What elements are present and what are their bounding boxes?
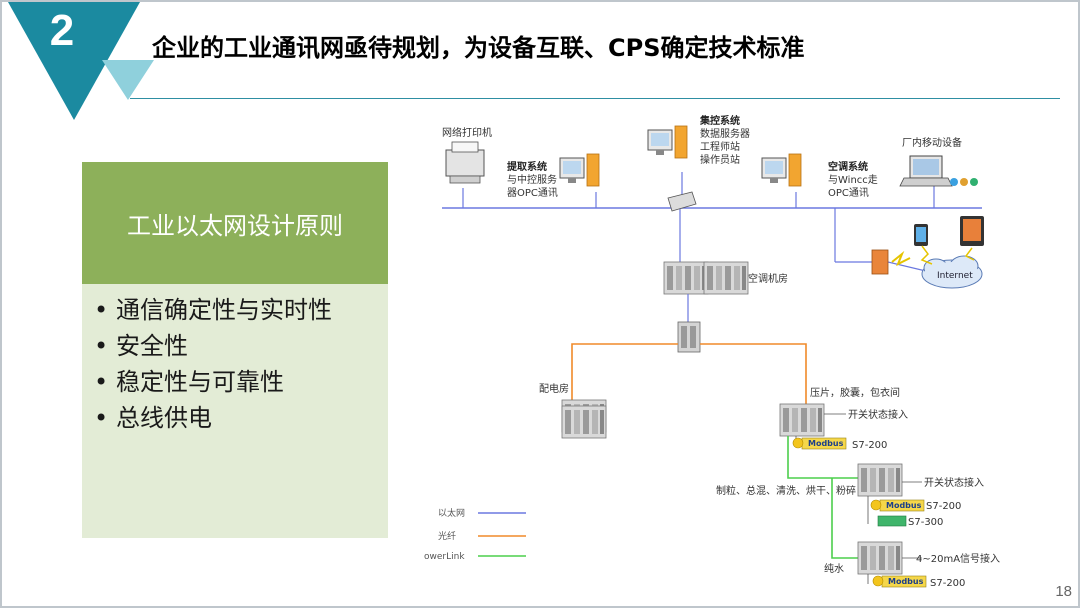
printer-icon xyxy=(445,141,485,184)
principles-header-text: 工业以太网设计原则 xyxy=(127,211,343,240)
powerlink-link-1 xyxy=(787,436,868,479)
powerlink-link-2 xyxy=(831,478,858,559)
section-badge xyxy=(8,2,154,120)
ac-room-label: 空调机房 xyxy=(748,272,788,285)
bullet-icon: • xyxy=(94,296,109,324)
ac-room-plc-rack xyxy=(663,261,749,295)
modbus-text-2: Modbus xyxy=(886,501,922,510)
central-line1: 数据服务器 xyxy=(700,127,750,140)
principle-text: 通信确定性与实时性 xyxy=(116,296,332,324)
central-line3: 操作员站 xyxy=(700,153,740,166)
printer-label: 网络打印机 xyxy=(442,126,492,139)
process-plc-rack xyxy=(857,463,903,497)
extract-line2: 器OPC通讯 xyxy=(507,187,558,199)
legend: 以太网 光纤 owerLink xyxy=(424,507,526,562)
process-label: 制粒、总混、清洗、烘干、粉碎 xyxy=(716,484,856,497)
switch-input-label-2: 开关状态接入 xyxy=(924,476,984,489)
s7-200-label-a: S7-200 xyxy=(852,440,887,451)
hvac-computer-icon xyxy=(761,153,802,187)
legend-label-powerlink: owerLink xyxy=(424,552,465,562)
principle-text: 安全性 xyxy=(116,332,188,360)
badge-triangle-dark xyxy=(8,2,140,120)
switch-input-label-1: 开关状态接入 xyxy=(848,408,908,421)
power-room-plc-rack xyxy=(561,399,607,439)
central-computer-icon xyxy=(647,125,688,159)
modbus-text-1: Modbus xyxy=(808,439,844,448)
pure-water-label: 纯水 xyxy=(824,562,844,575)
badge-triangle-light xyxy=(102,60,154,100)
internet-label: Internet xyxy=(937,271,973,281)
slide-title: 企业的工业通讯网亟待规划，为设备互联、CPS确定技术标准 xyxy=(152,34,805,62)
legend-label-ethernet: 以太网 xyxy=(438,507,465,519)
hvac-line2: OPC通讯 xyxy=(828,187,869,199)
mobile-label: 厂内移动设备 xyxy=(902,136,962,149)
modbus-text-3: Modbus xyxy=(888,577,924,586)
fiber-link-right xyxy=(700,343,807,404)
s7-300-module-icon xyxy=(877,515,907,527)
extract-computer-icon xyxy=(559,153,600,187)
principle-item: •安全性 xyxy=(94,328,388,364)
s7-200-label-c: S7-200 xyxy=(930,578,965,589)
press-room-label: 压片，胶囊，包衣间 xyxy=(810,386,900,399)
principle-text: 总线供电 xyxy=(116,404,212,432)
signal-input-label: 4~20mA信号接入 xyxy=(916,552,1000,565)
fiber-link-left xyxy=(571,343,678,402)
legend-label-fiber: 光纤 xyxy=(438,530,456,542)
extract-title: 提取系统 xyxy=(507,160,547,173)
network-diagram: 网络打印机 提取系统 与中控服务 器OPC通讯 集控系统 数据服务器 工程师站 … xyxy=(424,114,1000,589)
title-divider xyxy=(130,98,1060,99)
s7-200-label-b: S7-200 xyxy=(926,501,961,512)
principle-item: •稳定性与可靠性 xyxy=(94,364,388,400)
s7-300-label: S7-300 xyxy=(908,517,943,528)
power-room-label: 配电房 xyxy=(539,382,569,395)
bullet-icon: • xyxy=(94,368,109,396)
bullet-icon: • xyxy=(94,404,109,432)
press-room-plc-rack xyxy=(779,403,825,437)
principle-text: 稳定性与可靠性 xyxy=(116,368,284,396)
firewall-icon xyxy=(871,249,889,275)
network-switch-icon xyxy=(667,191,697,212)
central-line2: 工程师站 xyxy=(700,140,740,153)
internet-cloud-icon xyxy=(921,255,983,289)
bullet-icon: • xyxy=(94,332,109,360)
page-number: 18 xyxy=(1055,583,1072,600)
section-number: 2 xyxy=(49,6,75,55)
principles-header: 工业以太网设计原则 xyxy=(82,162,388,284)
principles-panel: 工业以太网设计原则 •通信确定性与实时性 •安全性 •稳定性与可靠性 •总线供电 xyxy=(82,162,388,538)
fiber-converter-icon xyxy=(677,321,701,353)
principles-list: •通信确定性与实时性 •安全性 •稳定性与可靠性 •总线供电 xyxy=(82,284,388,436)
principle-item: •通信确定性与实时性 xyxy=(94,292,388,328)
central-title: 集控系统 xyxy=(699,114,740,127)
laptop-icon xyxy=(899,155,953,187)
hvac-line1: 与Wincc走 xyxy=(828,174,878,186)
pure-water-plc-rack xyxy=(857,541,903,575)
hvac-title: 空调系统 xyxy=(828,160,868,173)
principle-item: •总线供电 xyxy=(94,400,388,436)
extract-line1: 与中控服务 xyxy=(507,173,557,186)
